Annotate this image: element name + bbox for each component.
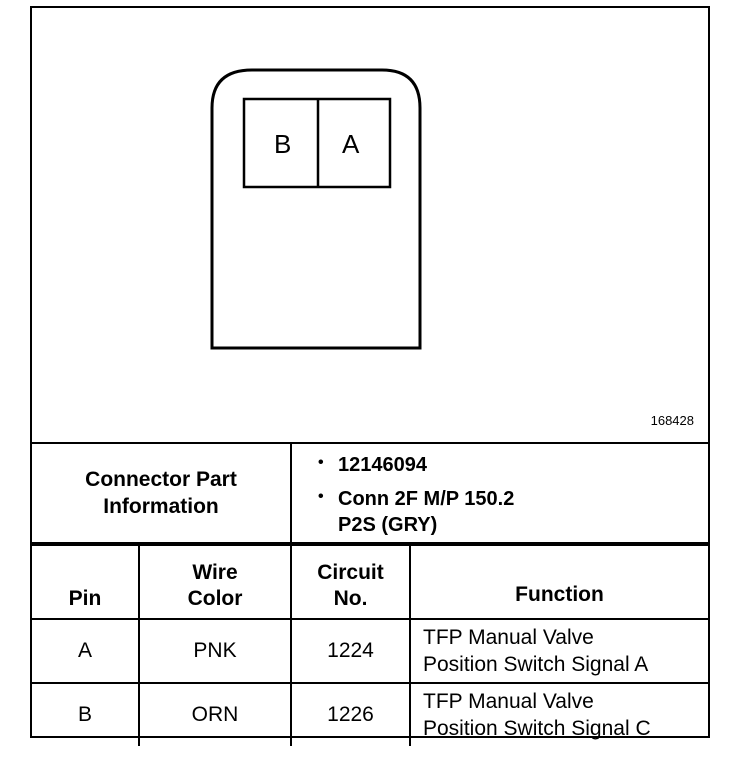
circuit-cell: 1224: [290, 618, 411, 684]
header-pin: Pin: [32, 544, 140, 620]
pin-cell: A: [32, 618, 140, 684]
pin-cell: B: [32, 682, 140, 746]
connector-face-view: B A 168428: [32, 8, 708, 442]
bullet-icon: •: [318, 488, 324, 505]
connector-color-item: P2S (GRY): [338, 514, 437, 537]
wire-color-cell: PNK: [138, 618, 292, 684]
wire-color-cell: ORN: [138, 682, 292, 746]
connector-color: P2S (GRY): [338, 514, 438, 536]
bullet-icon: •: [318, 454, 324, 471]
part-info-label-line2: Information: [103, 495, 219, 518]
connector-description-item: • Conn 2F M/P 150.2: [318, 488, 515, 511]
connector-part-info-values: • 12146094 • Conn 2F M/P 150.2 P2S (GRY): [292, 444, 708, 542]
part-info-label-line1: Connector Part: [85, 468, 237, 491]
cavity-label-b: B: [274, 129, 292, 159]
circuit-cell: 1226: [290, 682, 411, 746]
part-number: 12146094: [338, 454, 427, 476]
figure-number: 168428: [650, 413, 694, 428]
connector-part-info-row: Connector Part Information • 12146094 • …: [32, 442, 708, 544]
connector-description: Conn 2F M/P 150.2: [338, 488, 515, 510]
cavity-label-a: A: [342, 129, 360, 159]
connector-housing-outline: [210, 68, 422, 350]
part-number-item: • 12146094: [318, 454, 427, 477]
connector-part-info-label: Connector Part Information: [32, 444, 292, 542]
connector-body-drawing: [210, 68, 422, 350]
header-function: Function: [409, 544, 708, 620]
connector-diagram-frame: B A 168428 Connector Part Information • …: [30, 6, 710, 746]
